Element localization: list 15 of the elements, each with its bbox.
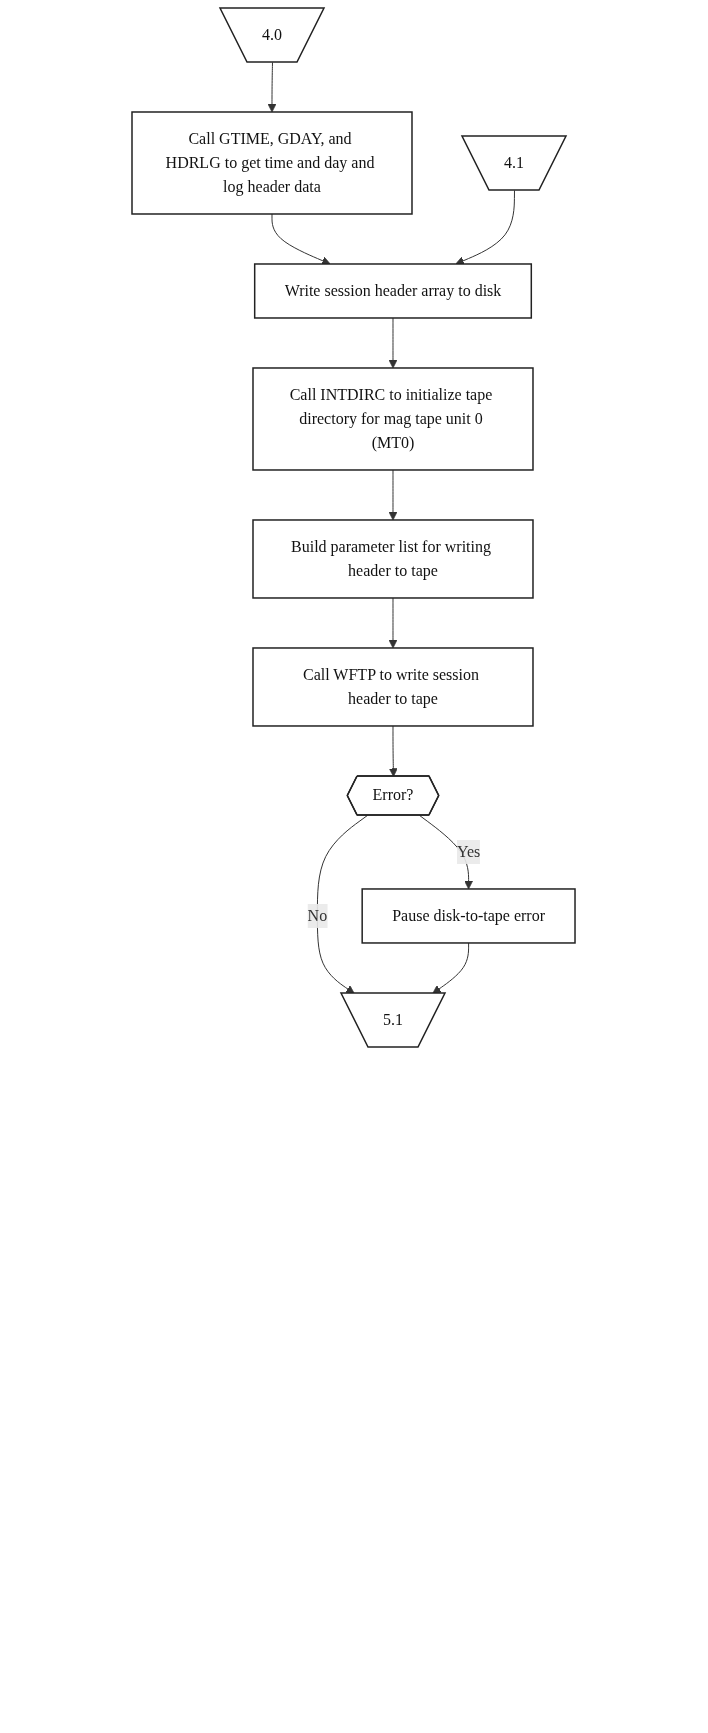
arrow	[389, 597, 398, 649]
arrow	[455, 190, 516, 265]
node-box: Build parameter list for writing header to tape	[252, 519, 535, 599]
node-box: Call WFTP to write session header to tape	[252, 647, 535, 727]
arrow	[389, 725, 399, 777]
arrow	[389, 317, 398, 369]
node-box: Call INTDIRC to initialize tape directory for mag tape unit 0 (MT0)	[252, 367, 535, 471]
edge-label: Yes	[457, 842, 481, 860]
arrow	[419, 815, 474, 890]
arrow	[389, 469, 398, 521]
node-box: Call GTIME, GDAY, and HDRLG to get time and day and log header data	[131, 111, 414, 215]
edge-label: No	[308, 906, 328, 924]
arrow	[268, 62, 277, 113]
node-box: Write session header array to disk	[254, 263, 533, 319]
node-box: Pause disk-to-tape error	[361, 888, 577, 944]
